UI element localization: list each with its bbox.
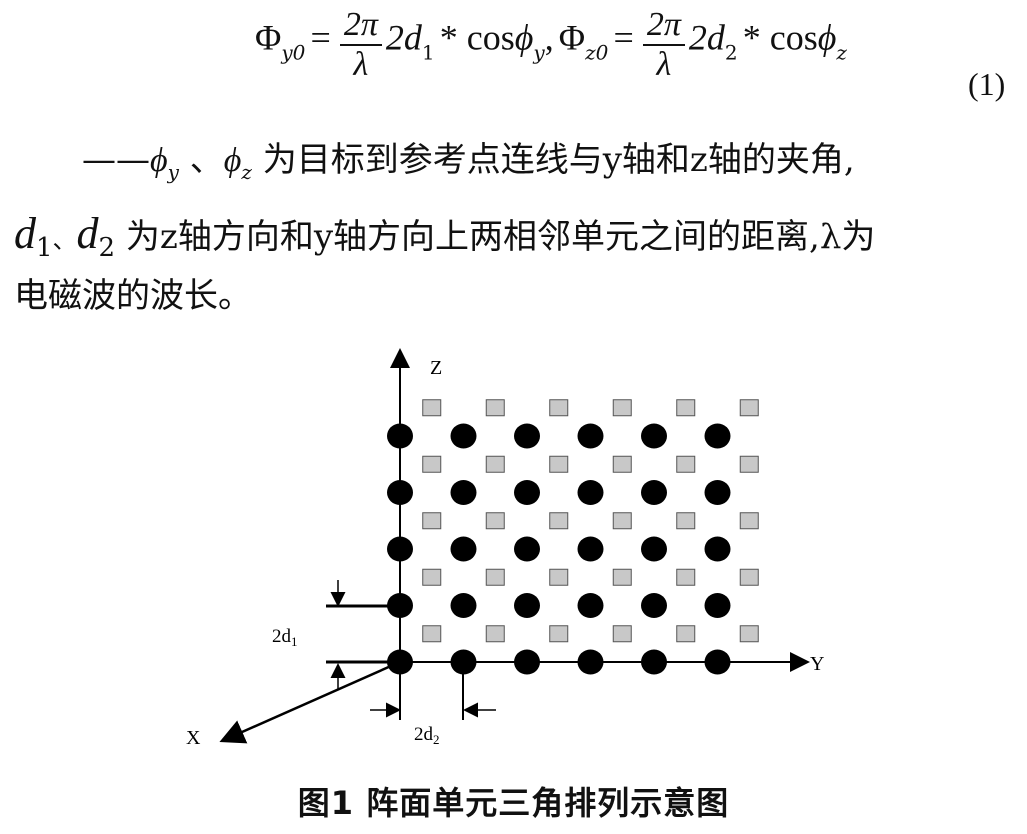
- array-element-circle: [387, 593, 413, 618]
- array-element-circle: [704, 423, 731, 449]
- array-element-square: [422, 455, 442, 473]
- array-element-square: [485, 625, 505, 643]
- array-element-square: [612, 399, 632, 417]
- array-element-square: [549, 568, 569, 586]
- array-elements: [387, 399, 759, 675]
- array-element-circle: [514, 536, 540, 562]
- subscript-z0: z0: [585, 40, 609, 65]
- array-element-square: [739, 399, 759, 417]
- array-element-circle: [577, 480, 604, 505]
- array-element-circle: [450, 593, 477, 618]
- array-element-circle: [450, 536, 477, 562]
- array-element-circle: [641, 593, 667, 618]
- array-element-square: [739, 625, 759, 643]
- equals-sign: =: [310, 17, 331, 58]
- array-element-circle: [577, 649, 604, 675]
- array-element-square: [612, 455, 632, 473]
- array-element-circle: [514, 480, 540, 505]
- array-element-square: [485, 512, 505, 530]
- array-element-circle: [704, 649, 731, 675]
- array-element-square: [485, 399, 505, 417]
- times-cos: * cos: [439, 17, 515, 58]
- array-element-square: [676, 512, 696, 530]
- array-element-square: [676, 568, 696, 586]
- array-element-square: [612, 568, 632, 586]
- equation-number: (1): [968, 66, 1006, 102]
- array-element-circle: [387, 423, 413, 449]
- array-element-square: [676, 625, 696, 643]
- x-axis-label: X: [186, 727, 201, 749]
- phi-symbol: Φ: [255, 17, 282, 58]
- array-element-circle: [450, 649, 477, 675]
- array-element-circle: [577, 423, 604, 449]
- array-element-circle: [641, 480, 667, 505]
- array-element-square: [612, 512, 632, 530]
- x-axis: [219, 660, 401, 744]
- z-axis-label: Z: [430, 357, 442, 379]
- array-element-square: [612, 625, 632, 643]
- array-element-square: [549, 455, 569, 473]
- array-element-square: [485, 568, 505, 586]
- text-line-1: ——ϕy 、ϕz 为目标到参考点连线与y轴和z轴的夹角,: [82, 140, 855, 184]
- array-element-circle: [514, 423, 540, 449]
- array-element-circle: [514, 649, 540, 675]
- dim-2d1-label: 2d1: [272, 626, 298, 649]
- subscript-y0: y0: [281, 40, 306, 65]
- array-element-circle: [514, 593, 540, 618]
- array-element-square: [739, 512, 759, 530]
- array-element-circle: [450, 480, 477, 505]
- comma: ,: [544, 17, 554, 58]
- array-element-square: [739, 568, 759, 586]
- array-element-square: [422, 625, 442, 643]
- array-element-circle: [577, 593, 604, 618]
- array-element-circle: [387, 649, 413, 675]
- array-element-square: [676, 455, 696, 473]
- array-element-circle: [704, 480, 731, 505]
- array-element-circle: [641, 536, 667, 562]
- array-element-square: [422, 512, 442, 530]
- array-element-circle: [387, 480, 413, 505]
- array-element-square: [549, 625, 569, 643]
- figure-caption: 图1 阵面单元三角排列示意图: [297, 784, 730, 822]
- array-element-circle: [704, 593, 731, 618]
- array-element-circle: [704, 536, 731, 562]
- array-element-square: [739, 455, 759, 473]
- text-line-2: d1、d2 为z轴方向和y轴方向上两相邻单元之间的距离,λ为: [14, 209, 876, 263]
- y-axis-label: Y: [810, 653, 824, 675]
- array-element-square: [549, 399, 569, 417]
- array-element-square: [549, 512, 569, 530]
- array-element-square: [422, 399, 442, 417]
- dim-2d2-label: 2d2: [414, 724, 440, 747]
- array-element-square: [485, 455, 505, 473]
- term-2d: 2d: [385, 17, 422, 58]
- array-element-square: [676, 399, 696, 417]
- array-element-circle: [641, 423, 667, 449]
- array-element-circle: [450, 423, 477, 449]
- array-element-circle: [387, 536, 413, 562]
- text-line-3: 电磁波的波长。: [14, 276, 252, 316]
- array-element-circle: [641, 649, 667, 675]
- array-element-square: [422, 568, 442, 586]
- array-element-circle: [577, 536, 604, 562]
